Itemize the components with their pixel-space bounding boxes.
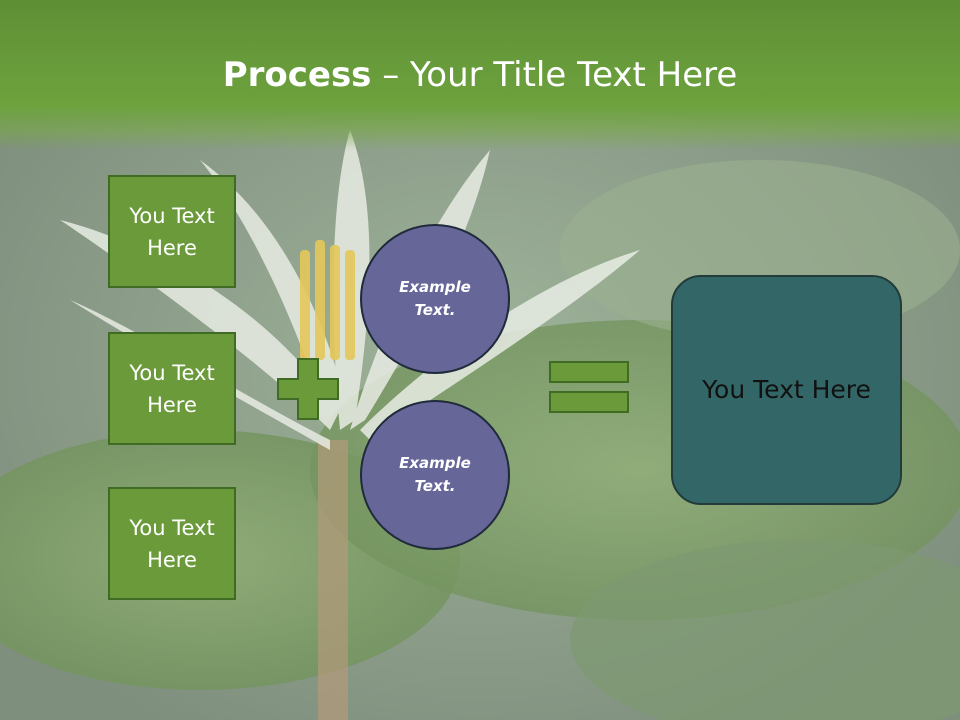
input-box-2-label: You Text Here [129, 360, 215, 417]
example-circle-2-label: Example Text. [399, 454, 471, 495]
result-box-label: You Text Here [702, 375, 871, 404]
title-rest: – Your Title Text Here [371, 55, 738, 95]
equals-icon [549, 361, 629, 413]
input-box-1[interactable]: You Text Here [108, 175, 236, 288]
example-circle-2[interactable]: Example Text. [360, 400, 510, 550]
input-box-3-label: You Text Here [129, 515, 215, 572]
input-box-2[interactable]: You Text Here [108, 332, 236, 445]
example-circle-1[interactable]: Example Text. [360, 224, 510, 374]
plus-icon [277, 358, 339, 420]
input-box-3[interactable]: You Text Here [108, 487, 236, 600]
example-circle-1-label: Example Text. [399, 278, 471, 319]
slide-title: Process – Your Title Text Here [0, 52, 960, 98]
result-box[interactable]: You Text Here [671, 275, 902, 505]
title-bold: Process [222, 55, 372, 95]
header-bar [0, 0, 960, 150]
input-box-1-label: You Text Here [129, 203, 215, 260]
